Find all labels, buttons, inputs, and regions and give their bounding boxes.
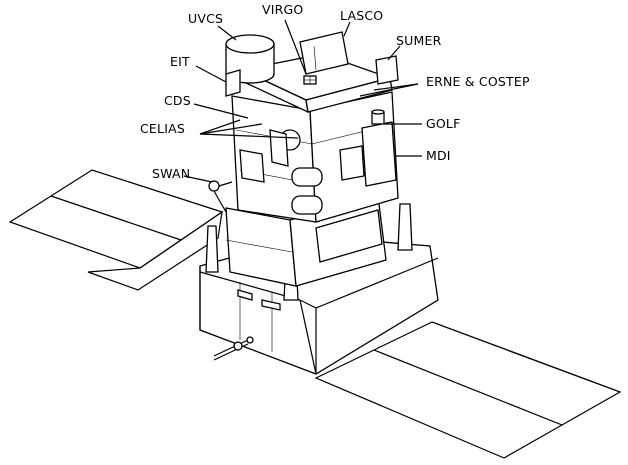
label-swan: SWAN bbox=[152, 166, 191, 181]
leader-lines bbox=[183, 19, 422, 183]
lasco-instrument bbox=[299, 31, 349, 75]
label-golf: GOLF bbox=[426, 116, 461, 131]
label-celias: CELIAS bbox=[140, 121, 185, 136]
label-sumer: SUMER bbox=[396, 33, 442, 48]
swan-instrument bbox=[208, 180, 233, 213]
sumer-instrument bbox=[375, 55, 399, 85]
golf-instrument bbox=[371, 109, 385, 125]
payload-module bbox=[231, 91, 399, 223]
solar-panel-left bbox=[8, 169, 224, 291]
label-cds: CDS bbox=[164, 93, 191, 108]
label-erne-costep: ERNE & COSTEP bbox=[426, 74, 530, 89]
label-eit: EIT bbox=[170, 54, 190, 69]
antenna-boom bbox=[213, 336, 254, 361]
label-mdi: MDI bbox=[426, 148, 451, 163]
label-virgo: VIRGO bbox=[262, 2, 304, 17]
eit-instrument bbox=[225, 69, 241, 97]
label-uvcs: UVCS bbox=[188, 11, 224, 26]
label-lasco: LASCO bbox=[340, 8, 384, 23]
solar-panel-right bbox=[314, 321, 622, 459]
